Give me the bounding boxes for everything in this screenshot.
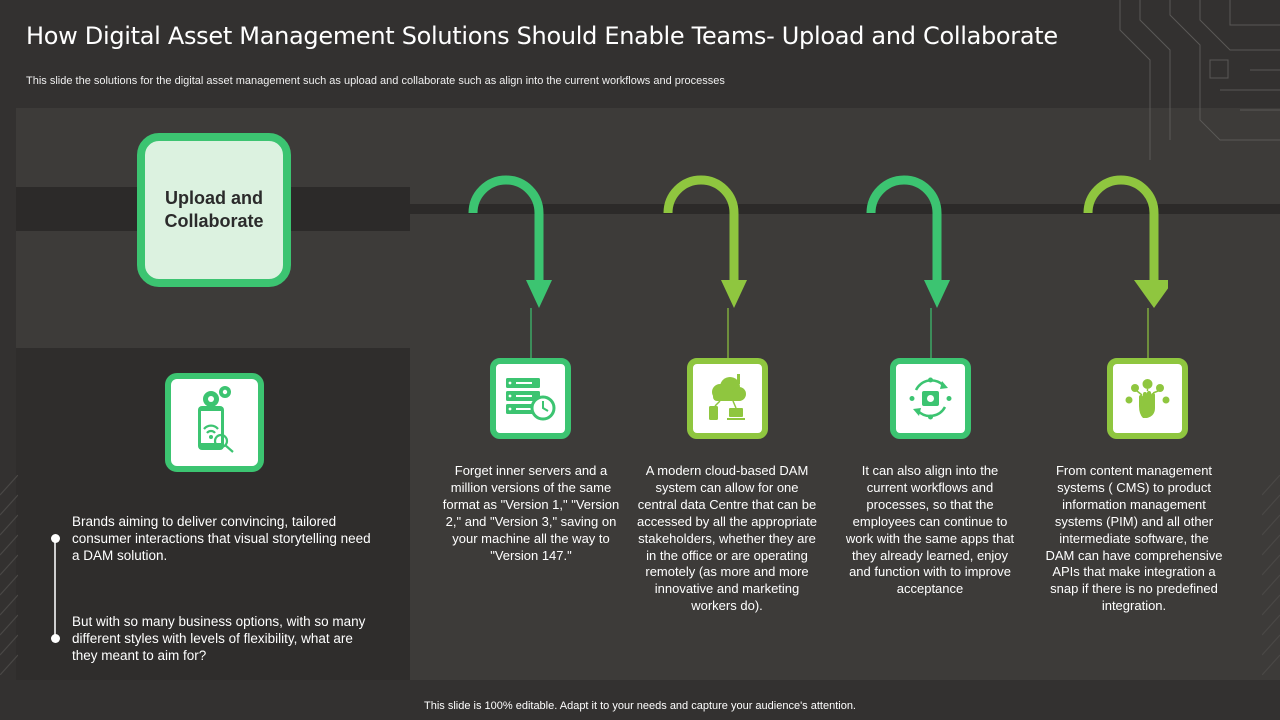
step-icon-box-2 xyxy=(687,358,768,439)
server-clock-icon xyxy=(506,378,556,421)
step-icon-box-1 xyxy=(490,358,571,439)
step-text-2: A modern cloud-based DAM system can allo… xyxy=(637,463,817,614)
feature-label: Upload and Collaborate xyxy=(164,188,264,231)
step-icon-box-4 xyxy=(1107,358,1188,439)
background-band-right xyxy=(410,204,1280,214)
hook-arrow-1 xyxy=(468,175,552,358)
footer-note: This slide is 100% editable. Adapt it to… xyxy=(424,700,856,712)
hatch-decoration-left xyxy=(0,475,18,675)
timeline-line xyxy=(54,538,56,640)
step-icon-box-3 xyxy=(890,358,971,439)
hand-integration-icon xyxy=(1125,379,1170,418)
hook-arrow-2 xyxy=(663,175,747,358)
step-text-1: Forget inner servers and a million versi… xyxy=(442,463,620,563)
cloud-devices-icon xyxy=(709,374,746,420)
page-subtitle: This slide the solutions for the digital… xyxy=(26,75,725,87)
timeline-dot-1 xyxy=(51,534,60,543)
feature-box: Upload and Collaborate xyxy=(137,133,291,287)
bullet-text-1: Brands aiming to deliver convincing, tai… xyxy=(72,514,371,563)
workflow-cycle-icon xyxy=(909,377,952,420)
step-text-3: It can also align into the current workf… xyxy=(845,463,1015,597)
hatch-decoration-right xyxy=(1262,475,1280,675)
page-title: How Digital Asset Management Solutions S… xyxy=(26,22,1058,50)
hook-arrow-3 xyxy=(866,175,950,358)
hook-arrow-4 xyxy=(1083,175,1168,358)
timeline-dot-2 xyxy=(51,634,60,643)
circuit-decoration xyxy=(1119,0,1280,160)
step-text-4: From content management systems ( CMS) t… xyxy=(1045,463,1223,614)
feature-icon-box xyxy=(165,373,264,472)
smartphone-gears-search-icon xyxy=(198,386,234,453)
bullet-text-2: But with so many business options, with … xyxy=(72,614,366,663)
